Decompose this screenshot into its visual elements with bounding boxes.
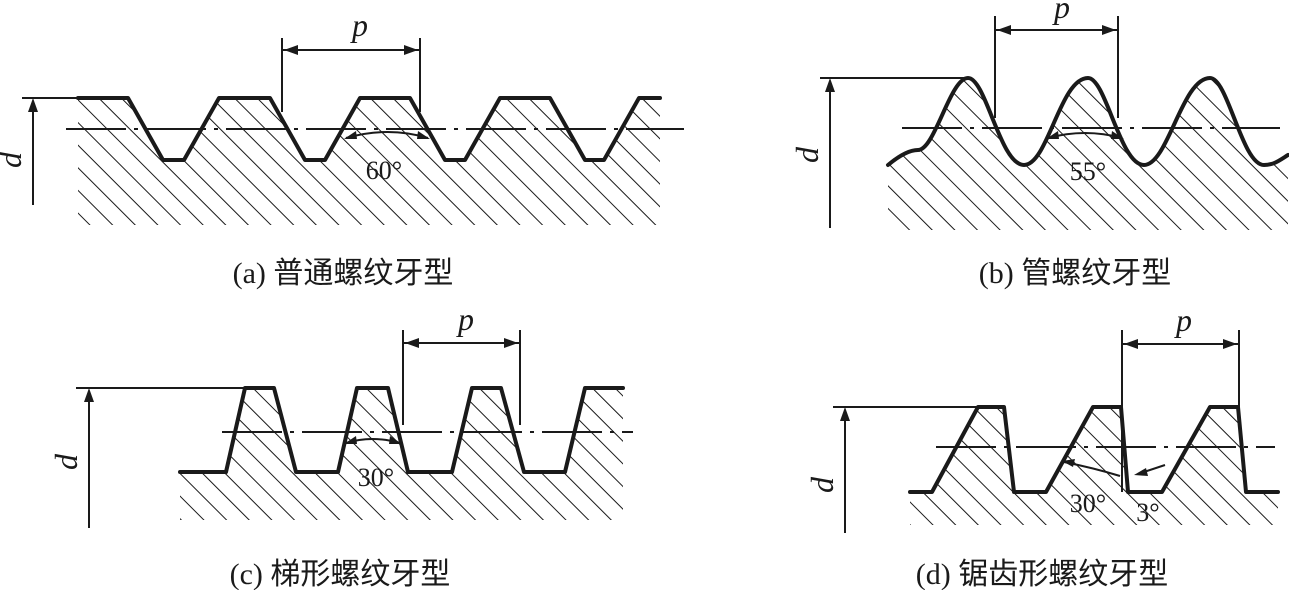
- buttress-diameter-label: d: [804, 476, 840, 493]
- figure-c-trapezoidal-thread: d p 30° (c) 梯形螺纹牙型: [48, 301, 633, 590]
- buttress-angle-30-arrowhead: [1062, 459, 1075, 467]
- metric-thread-profile: [76, 96, 662, 162]
- trapezoidal-thread-profile: [178, 386, 625, 474]
- pipe-diameter-arrowhead: [825, 78, 835, 92]
- pipe-pitch-label: p: [1052, 0, 1070, 25]
- buttress-pitch-label: p: [1174, 302, 1192, 338]
- trapezoidal-angle-arrowhead-right: [389, 436, 402, 444]
- trapezoidal-thread-hatch: [180, 388, 623, 520]
- figure-d-buttress-thread: d p 30° 3° (d) 锯齿形螺纹牙型: [804, 302, 1280, 590]
- buttress-thread-hatch: [910, 407, 1278, 525]
- pipe-caption: (b) 管螺纹牙型: [979, 257, 1171, 290]
- trapezoidal-pitch-arrowhead-right: [504, 338, 518, 348]
- buttress-pitch-arrowhead-right: [1223, 339, 1237, 349]
- trapezoidal-caption: (c) 梯形螺纹牙型: [230, 558, 451, 590]
- trapezoidal-angle-label: 30°: [358, 463, 394, 492]
- metric-pitch-arrowhead-right: [404, 45, 418, 55]
- metric-pitch-label: p: [350, 7, 368, 43]
- buttress-caption: (d) 锯齿形螺纹牙型: [916, 558, 1168, 590]
- metric-diameter-arrowhead: [28, 98, 38, 112]
- metric-angle-label: 60°: [366, 156, 402, 185]
- pipe-angle-arrowhead-left: [1046, 131, 1059, 139]
- pipe-angle-label: 55°: [1070, 157, 1106, 186]
- trapezoidal-pitch-label: p: [456, 301, 474, 337]
- buttress-diameter-arrowhead: [840, 407, 850, 421]
- pipe-pitch-arrowhead-right: [1102, 25, 1116, 35]
- metric-angle-arrowhead-left: [344, 131, 357, 139]
- figure-b-pipe-thread: d p 55° (b) 管螺纹牙型: [789, 0, 1289, 290]
- figure-a-metric-thread: d p 60° (a) 普通螺纹牙型: [0, 7, 684, 290]
- pipe-angle-arrowhead-right: [1111, 131, 1124, 139]
- trapezoidal-angle-arrowhead-left: [344, 436, 357, 444]
- buttress-angle-30-label: 30°: [1070, 489, 1106, 518]
- pipe-thread-profile: [886, 76, 1289, 167]
- trapezoidal-diameter-label: d: [48, 453, 84, 470]
- metric-angle-arrowhead-right: [417, 131, 430, 139]
- trapezoidal-pitch-arrowhead-left: [405, 338, 419, 348]
- pipe-thread-hatch: [888, 78, 1288, 230]
- pipe-pitch-arrowhead-left: [997, 25, 1011, 35]
- trapezoidal-diameter-arrowhead: [84, 388, 94, 402]
- metric-pitch-arrowhead-left: [284, 45, 298, 55]
- metric-caption: (a) 普通螺纹牙型: [233, 257, 454, 290]
- buttress-pitch-arrowhead-left: [1124, 339, 1138, 349]
- buttress-angle-3-label: 3°: [1136, 498, 1159, 527]
- pipe-diameter-label: d: [789, 146, 825, 163]
- buttress-angle-3-arrowhead: [1134, 468, 1148, 476]
- metric-diameter-label: d: [0, 151, 28, 168]
- buttress-thread-profile: [908, 405, 1280, 494]
